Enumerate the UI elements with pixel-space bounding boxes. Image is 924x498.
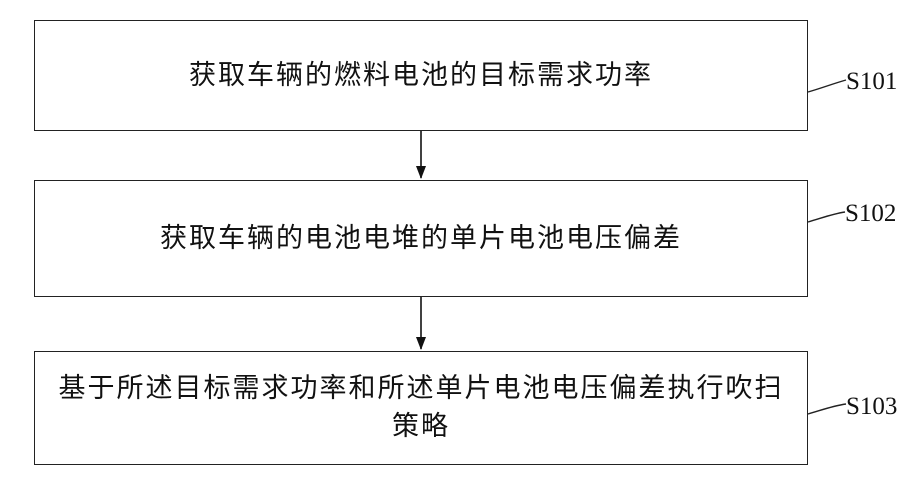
step-label-s102: S102: [845, 201, 896, 226]
step-label-s103: S103: [846, 394, 897, 419]
step-label-s101: S101: [846, 69, 897, 94]
step-text-s103: 基于所述目标需求功率和所述单片电池电压偏差执行吹扫策略: [35, 370, 807, 446]
leader-line-s101: [808, 80, 846, 92]
step-box-s102: 获取车辆的电池电堆的单片电池电压偏差: [34, 180, 808, 297]
arrowhead-1: [416, 166, 426, 179]
step-text-s101: 获取车辆的燃料电池的目标需求功率: [179, 57, 663, 95]
step-text-s102: 获取车辆的电池电堆的单片电池电压偏差: [150, 220, 692, 258]
leader-line-s103: [808, 404, 846, 414]
arrowhead-2: [416, 337, 426, 350]
leader-line-s102: [808, 212, 845, 222]
step-box-s103: 基于所述目标需求功率和所述单片电池电压偏差执行吹扫策略: [34, 351, 808, 465]
step-box-s101: 获取车辆的燃料电池的目标需求功率: [34, 20, 808, 131]
